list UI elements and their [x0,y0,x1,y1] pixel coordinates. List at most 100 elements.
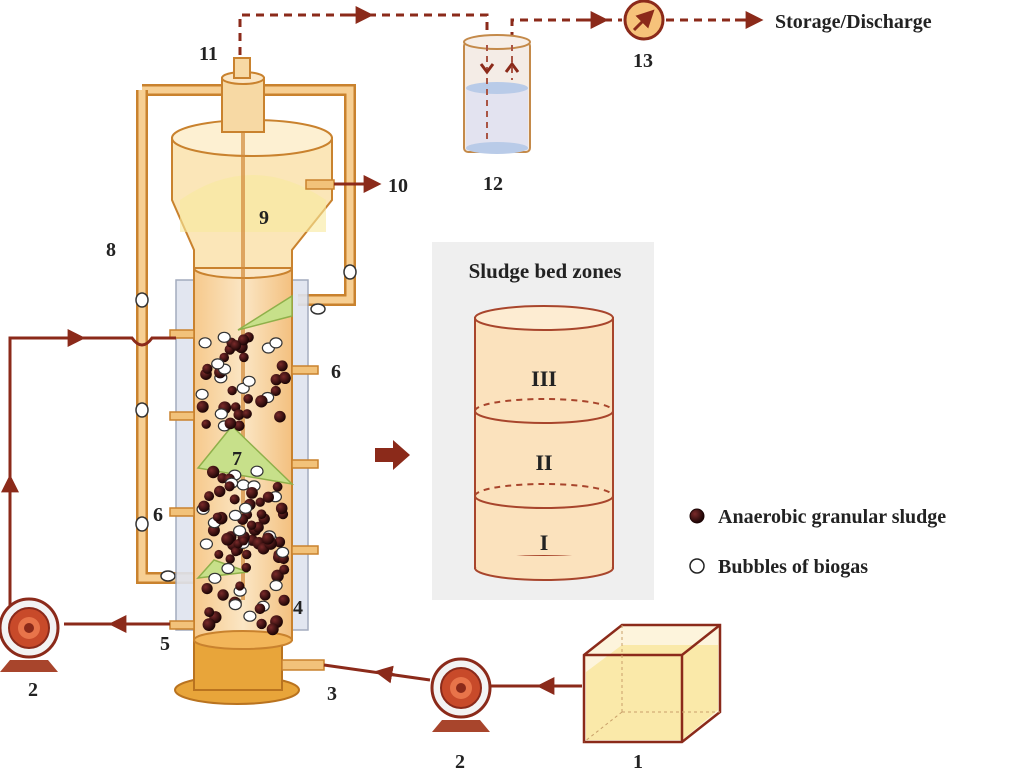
label-sludge-bed: 4 [293,597,303,619]
recirculation-pump-icon [0,597,60,672]
zone-label-iii: III [531,366,557,391]
biogas-bubble [211,358,225,370]
sludge-granule [201,583,213,595]
biogas-bubble [195,388,209,400]
label-effluent: 10 [388,175,408,197]
sludge-granule [196,400,209,413]
biogas-bubble [269,337,283,349]
recirculation-line [1,329,176,633]
biogas-bubble [208,572,222,584]
sludge-granule [274,536,286,548]
biogas-bubble [269,579,283,592]
biogas-bubble [276,546,290,558]
sludge-granule [279,372,291,384]
label-feed-pump: 2 [455,751,465,771]
sludge-granule [204,607,215,618]
biogas-bubble [233,525,247,537]
zone-label-i: I [540,530,549,555]
sludge-granule [255,395,268,408]
label-recirc-outlet: 5 [160,633,170,655]
biogas-bubble [198,337,212,349]
sludge-granule [207,465,220,479]
label-feed-tank: 1 [633,751,643,771]
label-gls-separator: 9 [259,207,269,229]
sludge-granule [241,562,251,573]
sludge-granule [204,491,215,502]
legend-sludge-label: Anaerobic granular sludge [718,506,946,528]
label-recirc-pump: 2 [28,679,38,701]
sludge-granule [230,340,242,351]
sludge-granule [270,374,282,386]
sludge-granule [201,419,211,429]
biogas-bubble [243,610,257,622]
sludge-granule [214,549,224,559]
sludge-granule [239,352,249,363]
sludge-granule [225,554,235,564]
biogas-bubble [221,562,235,575]
sludge-granule [221,532,235,546]
feed-tank [582,623,722,744]
zones-title: Sludge bed zones [469,259,622,283]
label-gas-outlet: 11 [199,43,218,65]
sludge-granule [254,603,266,615]
sludge-granule [212,512,222,522]
label-sampling-port-right: 6 [331,361,341,383]
sludge-granule [243,394,253,404]
label-gas-meter: 13 [633,50,653,72]
label-water-seal: 12 [483,173,503,195]
biogas-line [238,6,764,55]
sludge-granule [231,547,241,557]
label-inlet: 3 [327,683,337,705]
sludge-granules [195,331,291,636]
sludge-granule [235,581,245,591]
sludge-granule [256,618,267,630]
gas-meter-icon [623,0,665,41]
sludge-granule [217,589,229,601]
sludge-granule [255,497,265,507]
sludge-granule [229,494,240,505]
feed-pump-icon [430,657,492,732]
biogas-bubble [217,331,231,343]
sludge-granule [276,360,288,372]
water-seal-bottle [463,34,531,154]
sludge-granule [202,363,213,374]
sludge-granule [266,623,279,636]
sludge-granule [227,385,237,396]
sludge-granule [233,409,245,421]
granule-legend-icon [689,508,705,524]
feed-line [323,663,582,695]
sludge-granule [242,409,252,419]
sludge-granule [278,594,290,606]
sludge-granule [279,564,290,575]
sludge-granule [202,618,216,631]
sludge-granule [224,481,235,492]
biogas-bubble [199,538,213,550]
sludge-granule [234,420,245,432]
sludge-granule [274,410,286,423]
legend [689,508,705,574]
sludge-granule [239,536,249,546]
sludge-granule [214,485,226,498]
biogas-bubble [228,598,242,611]
biogas-bubble [239,502,253,514]
sludge-zones-panel [375,242,654,600]
sludge-granule [262,491,274,503]
sludge-granule [270,385,281,397]
sludge-granule [262,532,274,545]
sludge-granule [246,487,258,499]
zone-label-ii: II [535,450,552,475]
sludge-granule [275,502,288,515]
sludge-granule [256,509,267,519]
sludge-granule [238,334,249,346]
sludge-granule [272,481,283,492]
label-baffle: 7 [232,448,242,470]
legend-biogas-label: Bubbles of biogas [718,556,868,578]
storage-discharge-label: Storage/Discharge [775,11,932,33]
uasb-reactor [169,57,382,705]
sludge-granule [259,589,271,601]
bubble-legend-icon [689,558,705,574]
biogas-bubble [228,509,242,522]
biogas-bubble [250,465,264,477]
